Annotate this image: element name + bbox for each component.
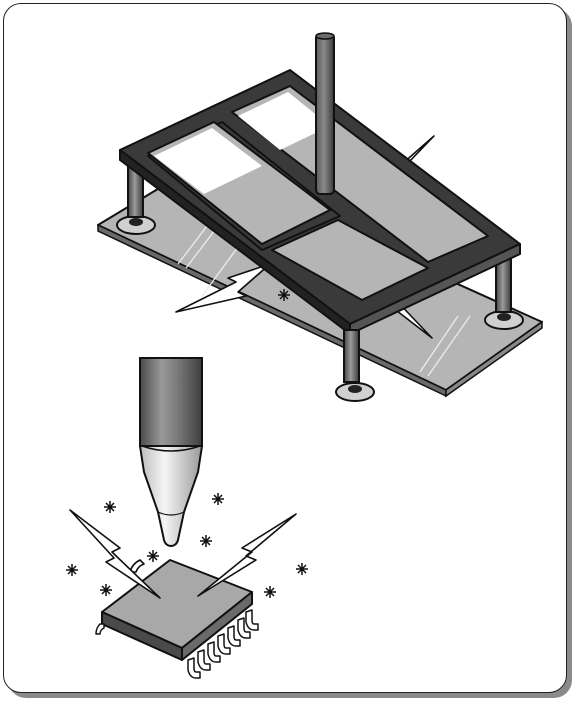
fixture-front-leg [343, 329, 360, 383]
ic-chip [95, 559, 259, 679]
chip-spark-icons [66, 493, 308, 598]
chip-lightning-bolts [69, 509, 297, 599]
tool-probe [138, 357, 204, 547]
